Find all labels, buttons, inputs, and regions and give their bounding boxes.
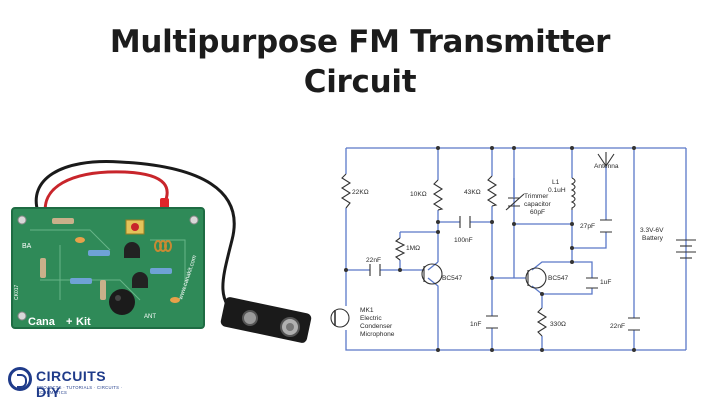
title-line-2: Circuit <box>303 64 417 100</box>
label-q2: BC547 <box>548 275 568 282</box>
silk-model: CK017 <box>14 284 20 300</box>
battery-snap <box>220 297 312 343</box>
label-battery-voltage: 3.3V-6V <box>640 227 664 234</box>
logo-tagline: PROJECTS · TUTORIALS · CIRCUITS · SCHEMA… <box>37 385 123 395</box>
circuits-diy-logo[interactable]: CIRCUITS DIY PROJECTS · TUTORIALS · CIRC… <box>8 365 130 400</box>
transistor-q1 <box>124 242 140 258</box>
cap-22nf-in-symbol <box>369 264 381 276</box>
silk-brand: Cana <box>28 316 56 328</box>
label-c1nf: 1nF <box>470 321 481 328</box>
capacitor-symbols <box>369 193 640 331</box>
resistor-1m-symbol <box>394 237 406 261</box>
label-trimmer-2: capacitor <box>524 201 552 208</box>
label-trimmer-1: Trimmer <box>524 193 549 200</box>
label-r330: 330Ω <box>550 321 566 328</box>
resistor-10k-symbol <box>432 179 444 211</box>
silk-plus: + <box>66 316 72 328</box>
microphone-symbol <box>330 308 350 328</box>
page-title: Multipurpose FM Transmitter Circuit <box>0 22 720 102</box>
resistor-symbols <box>340 173 548 337</box>
cap-100nf-symbol <box>459 216 471 228</box>
microphone <box>109 289 135 315</box>
label-r43k: 43KΩ <box>464 189 481 196</box>
label-r1m: 1MΩ <box>406 245 420 252</box>
inductor-l1-symbol <box>570 177 576 210</box>
pcb-kit-photo: BA Cana + Kit www.canakit.com ANT CK017 <box>11 160 312 343</box>
coil <box>154 240 172 252</box>
silk-brand-2: Kit <box>76 316 91 328</box>
logo-name: CIRCUITS DIY <box>36 368 107 400</box>
junction-dots <box>344 146 636 352</box>
label-mic-2: Electric <box>360 315 382 322</box>
silk-ant: ANT <box>144 314 156 320</box>
label-c22nf-in: 22nF <box>366 257 381 264</box>
cap-1uf-symbol <box>586 277 598 289</box>
resistor-43k-symbol <box>486 175 498 207</box>
label-mic-1: MK1 <box>360 307 374 314</box>
label-c1uf: 1uF <box>600 279 611 286</box>
label-q1: BC547 <box>442 275 462 282</box>
resistor-22k-symbol <box>340 173 352 209</box>
label-trimmer-3: 60pF <box>530 209 545 216</box>
title-line-1: Multipurpose FM Transmitter <box>109 24 611 60</box>
label-r22k: 22KΩ <box>352 189 369 196</box>
resistor-330-symbol <box>536 307 548 337</box>
label-l1: L1 <box>552 179 560 186</box>
label-battery: Battery <box>642 235 664 242</box>
transistor-q1-symbol <box>421 263 443 285</box>
label-mic-4: Microphone <box>360 331 395 338</box>
fm-transmitter-schematic: 22KΩ 10KΩ 43KΩ 1MΩ 100nF 22nF BC547 BC54… <box>330 146 696 352</box>
logo-mark-icon <box>8 367 32 391</box>
label-antenna: Antenna <box>594 163 619 170</box>
transistor-q2-symbol <box>525 267 547 289</box>
label-c100nf: 100nF <box>454 237 473 244</box>
cap-22nf-out-symbol <box>628 317 640 331</box>
trimmer-symbol <box>505 193 525 211</box>
battery-icon <box>676 239 696 259</box>
red-wire <box>43 170 169 217</box>
label-mic-3: Condenser <box>360 323 393 330</box>
antenna-icon <box>597 152 615 167</box>
cap-1nf-symbol <box>486 315 498 329</box>
resistors <box>40 218 172 300</box>
label-c22nf-out: 22nF <box>610 323 625 330</box>
label-r10k: 10KΩ <box>410 191 427 198</box>
label-l1-value: 0.1uH <box>548 187 566 194</box>
silk-ba: BA <box>22 243 32 250</box>
cap-27pf-symbol <box>600 219 612 233</box>
label-c27pf: 27pF <box>580 223 595 230</box>
transistor-q2 <box>132 272 148 288</box>
trimmer-capacitor <box>131 223 139 231</box>
black-wire <box>34 160 241 320</box>
